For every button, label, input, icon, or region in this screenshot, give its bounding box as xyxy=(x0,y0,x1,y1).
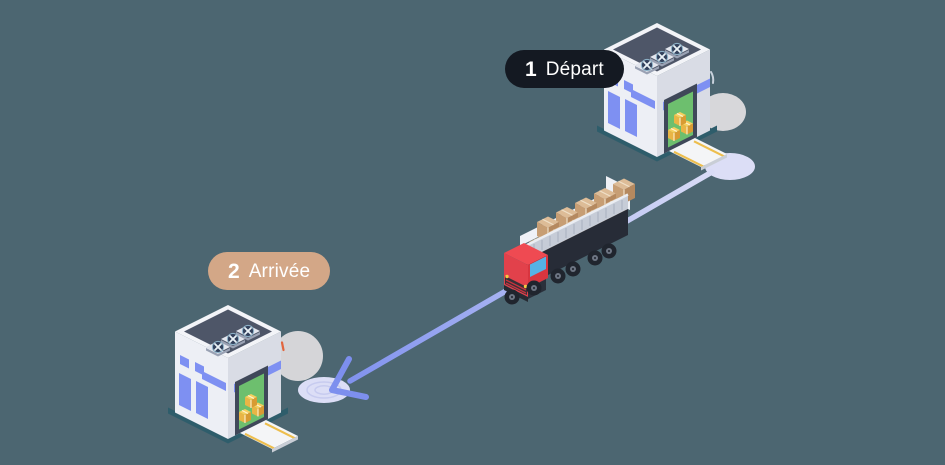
sparkle-dash xyxy=(280,341,285,352)
warehouse-depart xyxy=(597,23,727,171)
sparkle-dash xyxy=(710,71,715,84)
step-number: 1 xyxy=(525,57,537,81)
trailer-wheel xyxy=(550,268,566,284)
truck-cab xyxy=(504,243,548,305)
cab-wheel xyxy=(526,280,542,296)
route-arrowhead-icon xyxy=(329,356,369,400)
step-badge-arrivee: 2 Arrivée xyxy=(208,252,331,290)
trailer-side-rim xyxy=(525,193,629,247)
trailer-wheel xyxy=(587,250,603,266)
trailer-wheel xyxy=(601,243,617,259)
step-label: Départ xyxy=(545,58,604,80)
headlight xyxy=(523,284,528,289)
ground-pad-depart xyxy=(700,93,746,131)
step-badge-depart: 1 Départ xyxy=(505,50,624,88)
step-label: Arrivée xyxy=(248,260,311,282)
step-number: 2 xyxy=(228,259,240,283)
headlight xyxy=(505,274,509,279)
cab-wheel xyxy=(504,289,520,305)
trailer-wheel xyxy=(565,261,581,277)
windshield xyxy=(530,256,546,277)
ground-pad-arrivee xyxy=(273,331,323,381)
trailer-side-panel xyxy=(526,195,628,260)
trailer-undercarriage xyxy=(526,209,628,286)
truck-icon xyxy=(504,176,636,305)
warehouse-arrivee xyxy=(168,305,298,453)
grill-stripes xyxy=(505,279,527,294)
cab-roof xyxy=(504,243,548,265)
